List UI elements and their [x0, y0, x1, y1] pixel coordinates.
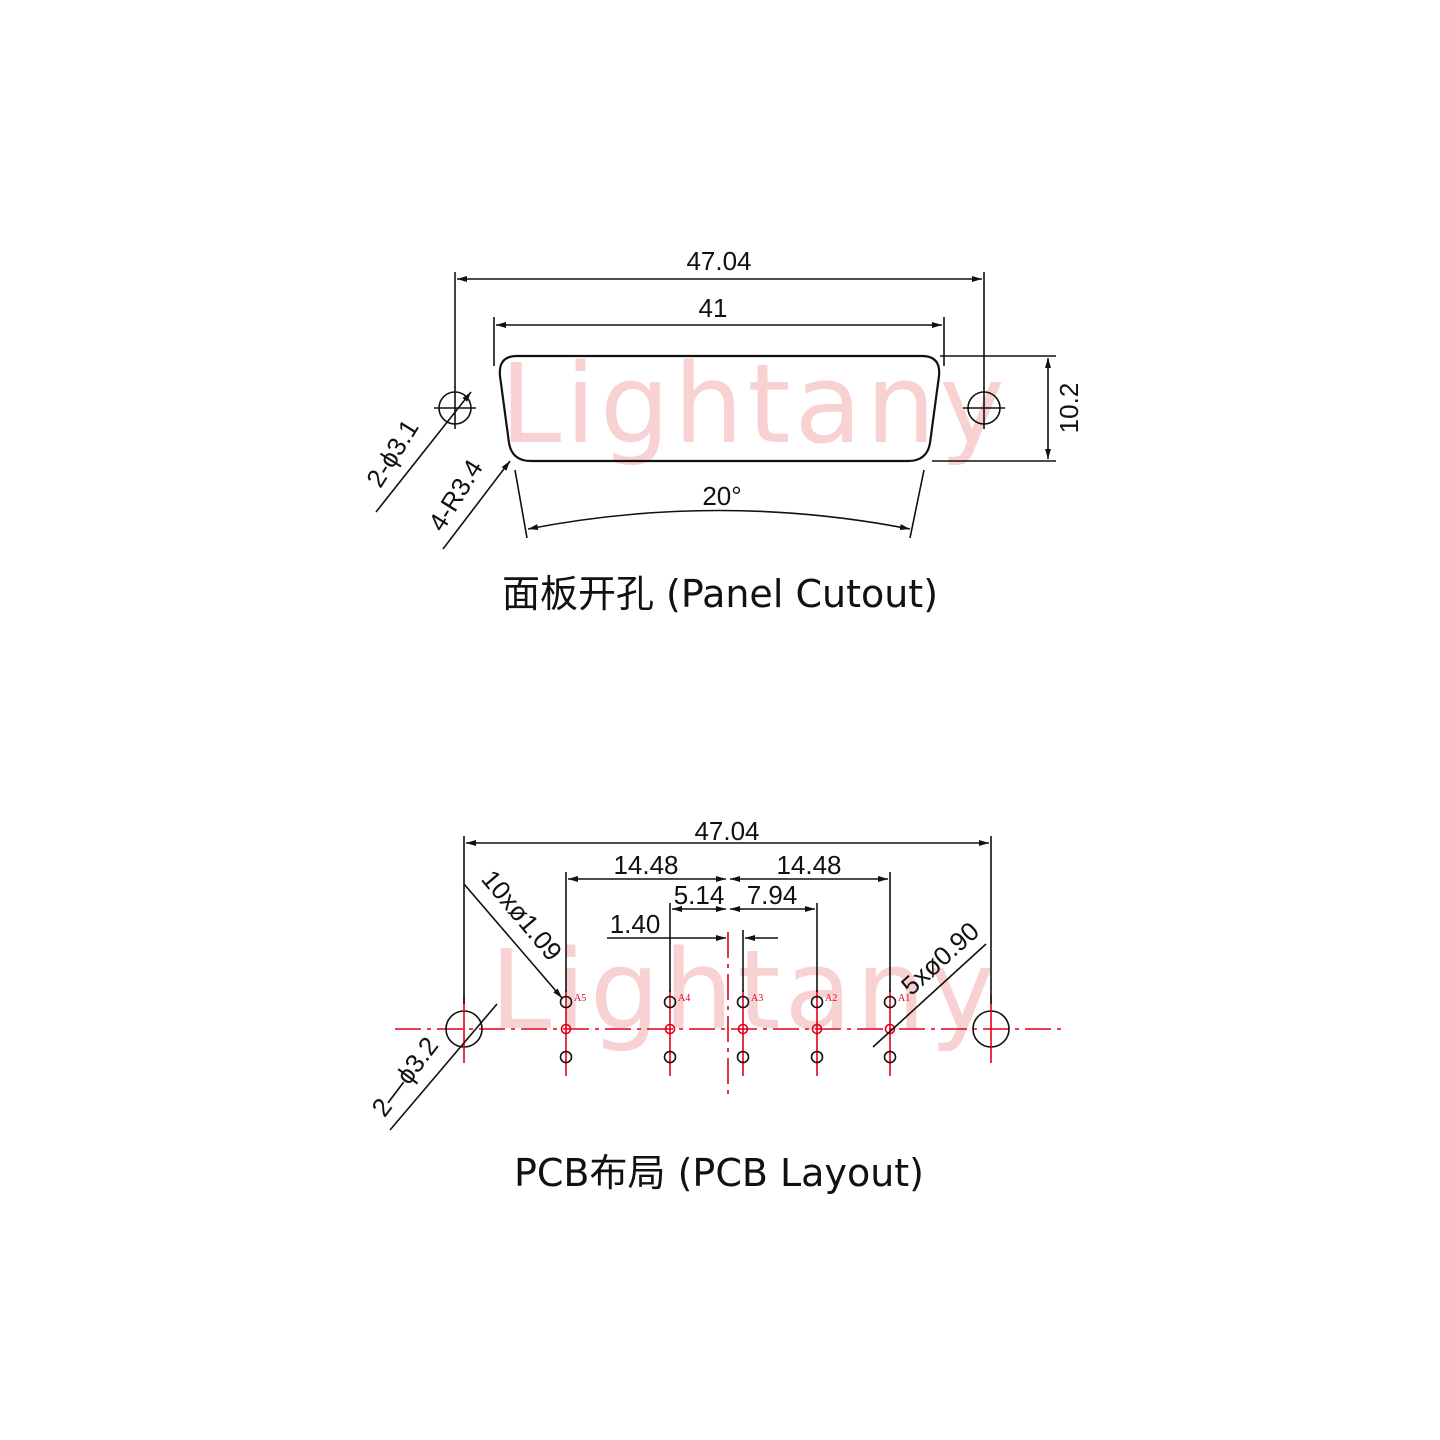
- pcb-left-pitch-label: 14.48: [613, 850, 678, 880]
- pcb-dim-140-label: 1.40: [610, 909, 661, 939]
- pcb-pin-column-a4: A4: [663, 990, 690, 1076]
- pin-label-a3: A3: [751, 993, 763, 1004]
- panel-height-label: 10.2: [1054, 383, 1084, 434]
- pcb-layout-view: Lightany A5 A4: [365, 816, 1062, 1195]
- pcb-mount-hole-right: [972, 995, 1010, 1063]
- pcb-dim-left-pitch: 14.48: [565, 850, 726, 992]
- panel-dim-shell: 41: [493, 293, 945, 366]
- pcb-dim-794-label: 7.94: [747, 880, 798, 910]
- pcb-pin-column-a2: A2: [810, 990, 837, 1076]
- pcb-mount-hole-left: [445, 995, 483, 1063]
- pcb-pin-column-a5: A5: [559, 990, 586, 1076]
- panel-radius-callout: 4-R3.4: [422, 454, 511, 550]
- pcb-overall-width-label: 47.04: [694, 816, 759, 846]
- panel-dim-overall: 47.04: [454, 246, 985, 388]
- pcb-pin-column-a1: A1: [883, 990, 910, 1076]
- pcb-dim-514-label: 5.14: [674, 880, 725, 910]
- pcb-dim-right-pitch: 14.48: [730, 850, 891, 992]
- pin-label-a5: A5: [574, 993, 586, 1004]
- pcb-dim-140: 1.40: [607, 909, 778, 992]
- pcb-pin-column-a3: A3: [736, 990, 763, 1076]
- pcb-dim-794: 7.94: [730, 880, 818, 992]
- panel-cutout-shape: [498, 354, 941, 463]
- pin-label-a4: A4: [678, 993, 690, 1004]
- panel-dim-height: 10.2: [932, 355, 1084, 462]
- panel-mount-hole-label: 2-ϕ3.1: [360, 414, 425, 493]
- pcb-dim-514: 5.14: [669, 880, 726, 992]
- pcb-dim-overall: 47.04: [463, 816, 992, 1004]
- panel-angle-dim: 20°: [514, 469, 925, 539]
- pcb-caption: PCB布局 (PCB Layout): [514, 1151, 924, 1195]
- watermark-top: Lightany: [500, 340, 1009, 468]
- panel-mount-hole-left: [434, 387, 476, 429]
- pcb-mount-hole-label: 2—ϕ3.2: [365, 1031, 444, 1122]
- panel-caption: 面板开孔 (Panel Cutout): [502, 572, 938, 616]
- pcb-right-pitch-label: 14.48: [776, 850, 841, 880]
- pin-label-a2: A2: [825, 993, 837, 1004]
- panel-overall-width-label: 47.04: [686, 246, 751, 276]
- panel-mount-hole-right: [963, 387, 1005, 429]
- panel-angle-label: 20°: [702, 481, 741, 511]
- pcb-mount-hole-callout: 2—ϕ3.2: [365, 1003, 498, 1131]
- panel-shell-width-label: 41: [699, 293, 728, 323]
- panel-radius-label: 4-R3.4: [422, 454, 489, 536]
- pin-label-a1: A1: [898, 993, 910, 1004]
- panel-cutout-view: Lightany 47.04 41: [360, 246, 1084, 616]
